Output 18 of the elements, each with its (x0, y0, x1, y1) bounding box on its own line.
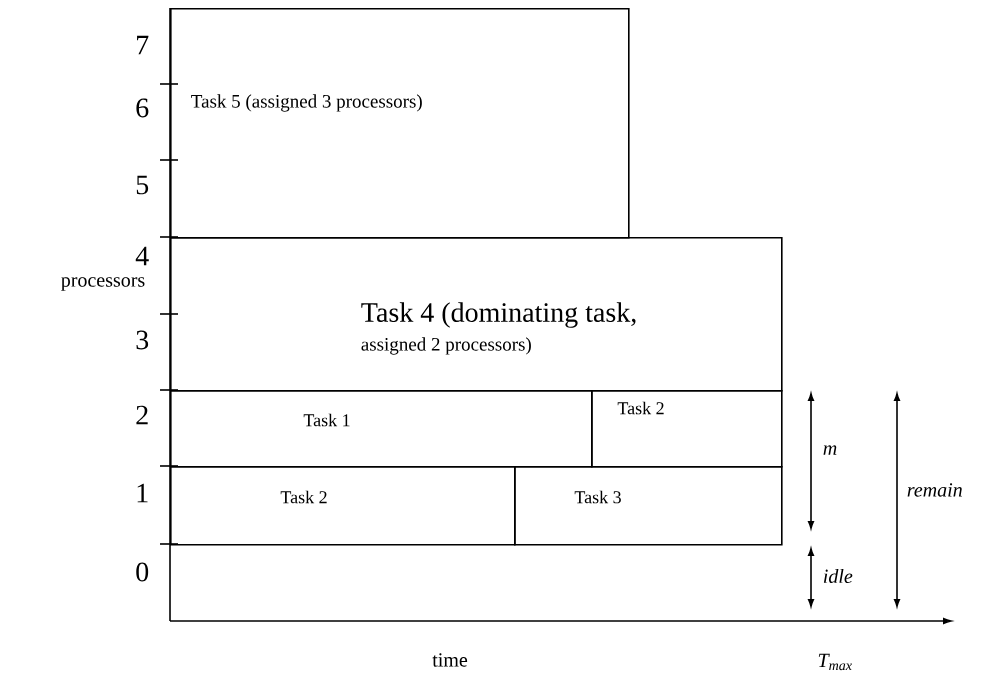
task-box: Task 5 (assigned 3 processors) (170, 8, 630, 239)
dimension-label: idle (823, 568, 853, 584)
task-box: Task 2 (591, 390, 783, 468)
task-box: Task 2 (170, 466, 516, 546)
axis-label: processors (61, 277, 145, 291)
axis-tick-label: 4 (135, 246, 149, 266)
axis-tick-label: 3 (136, 330, 149, 350)
task-box: Task 3 (514, 466, 783, 546)
axis-tick-label: 1 (137, 483, 148, 503)
axis-tick-label: 2 (136, 405, 148, 425)
task-box: Task 4 (dominating task, assigned 2 processors) (170, 237, 783, 392)
dimension-label: m (823, 445, 837, 455)
axis-tick-label: 5 (136, 175, 149, 195)
axis-tick-label: 0 (136, 562, 149, 582)
task-box: Task 1 (170, 390, 593, 468)
axis-label: T$_{max}$ (818, 653, 852, 671)
dimension-label: remain (907, 483, 962, 497)
axis-label: time (432, 653, 468, 667)
